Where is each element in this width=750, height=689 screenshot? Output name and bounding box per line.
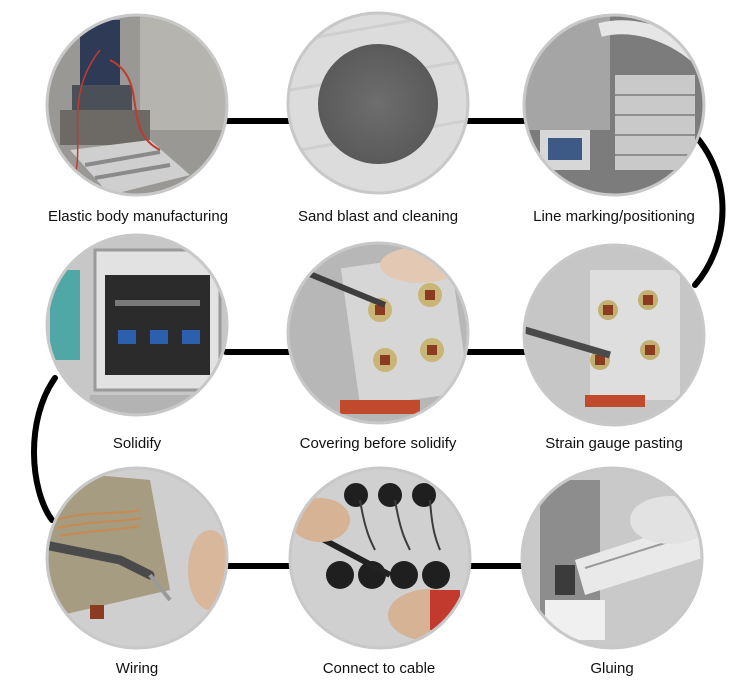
press-machine-photo-icon	[47, 15, 227, 195]
covering-film-photo-icon	[288, 243, 468, 423]
step-label-1: Elastic body manufacturing	[47, 208, 229, 225]
step-6-photo	[45, 233, 229, 417]
step-5-photo	[286, 241, 470, 425]
step-label-7: Wiring	[115, 660, 159, 677]
step-7-photo	[45, 466, 229, 650]
soldering-iron-photo-icon	[47, 468, 227, 648]
step-label-2: Sand blast and cleaning	[297, 208, 459, 225]
step-9-photo	[520, 466, 704, 650]
step-label-3: Line marking/positioning	[533, 208, 695, 225]
connector-3-4	[687, 127, 726, 288]
blasted-disc-photo-icon	[288, 13, 468, 193]
connector-6-7	[31, 375, 58, 523]
cable-connect-photo-icon	[290, 468, 470, 648]
step-label-5: Covering before solidify	[299, 435, 457, 452]
step-4-photo	[522, 243, 706, 427]
step-label-6: Solidify	[112, 435, 162, 452]
step-8-photo	[288, 466, 472, 650]
step-1-photo	[45, 13, 229, 197]
glue-tube-photo-icon	[522, 468, 702, 648]
flow-connectors	[31, 118, 726, 569]
step-2-photo	[286, 11, 470, 195]
step-label-8: Connect to cable	[322, 660, 436, 677]
step-3-photo	[522, 13, 706, 197]
step-label-9: Gluing	[590, 660, 634, 677]
curing-oven-photo-icon	[47, 235, 227, 415]
tweezers-gauge-photo-icon	[524, 245, 704, 425]
step-label-4: Strain gauge pasting	[545, 435, 683, 452]
